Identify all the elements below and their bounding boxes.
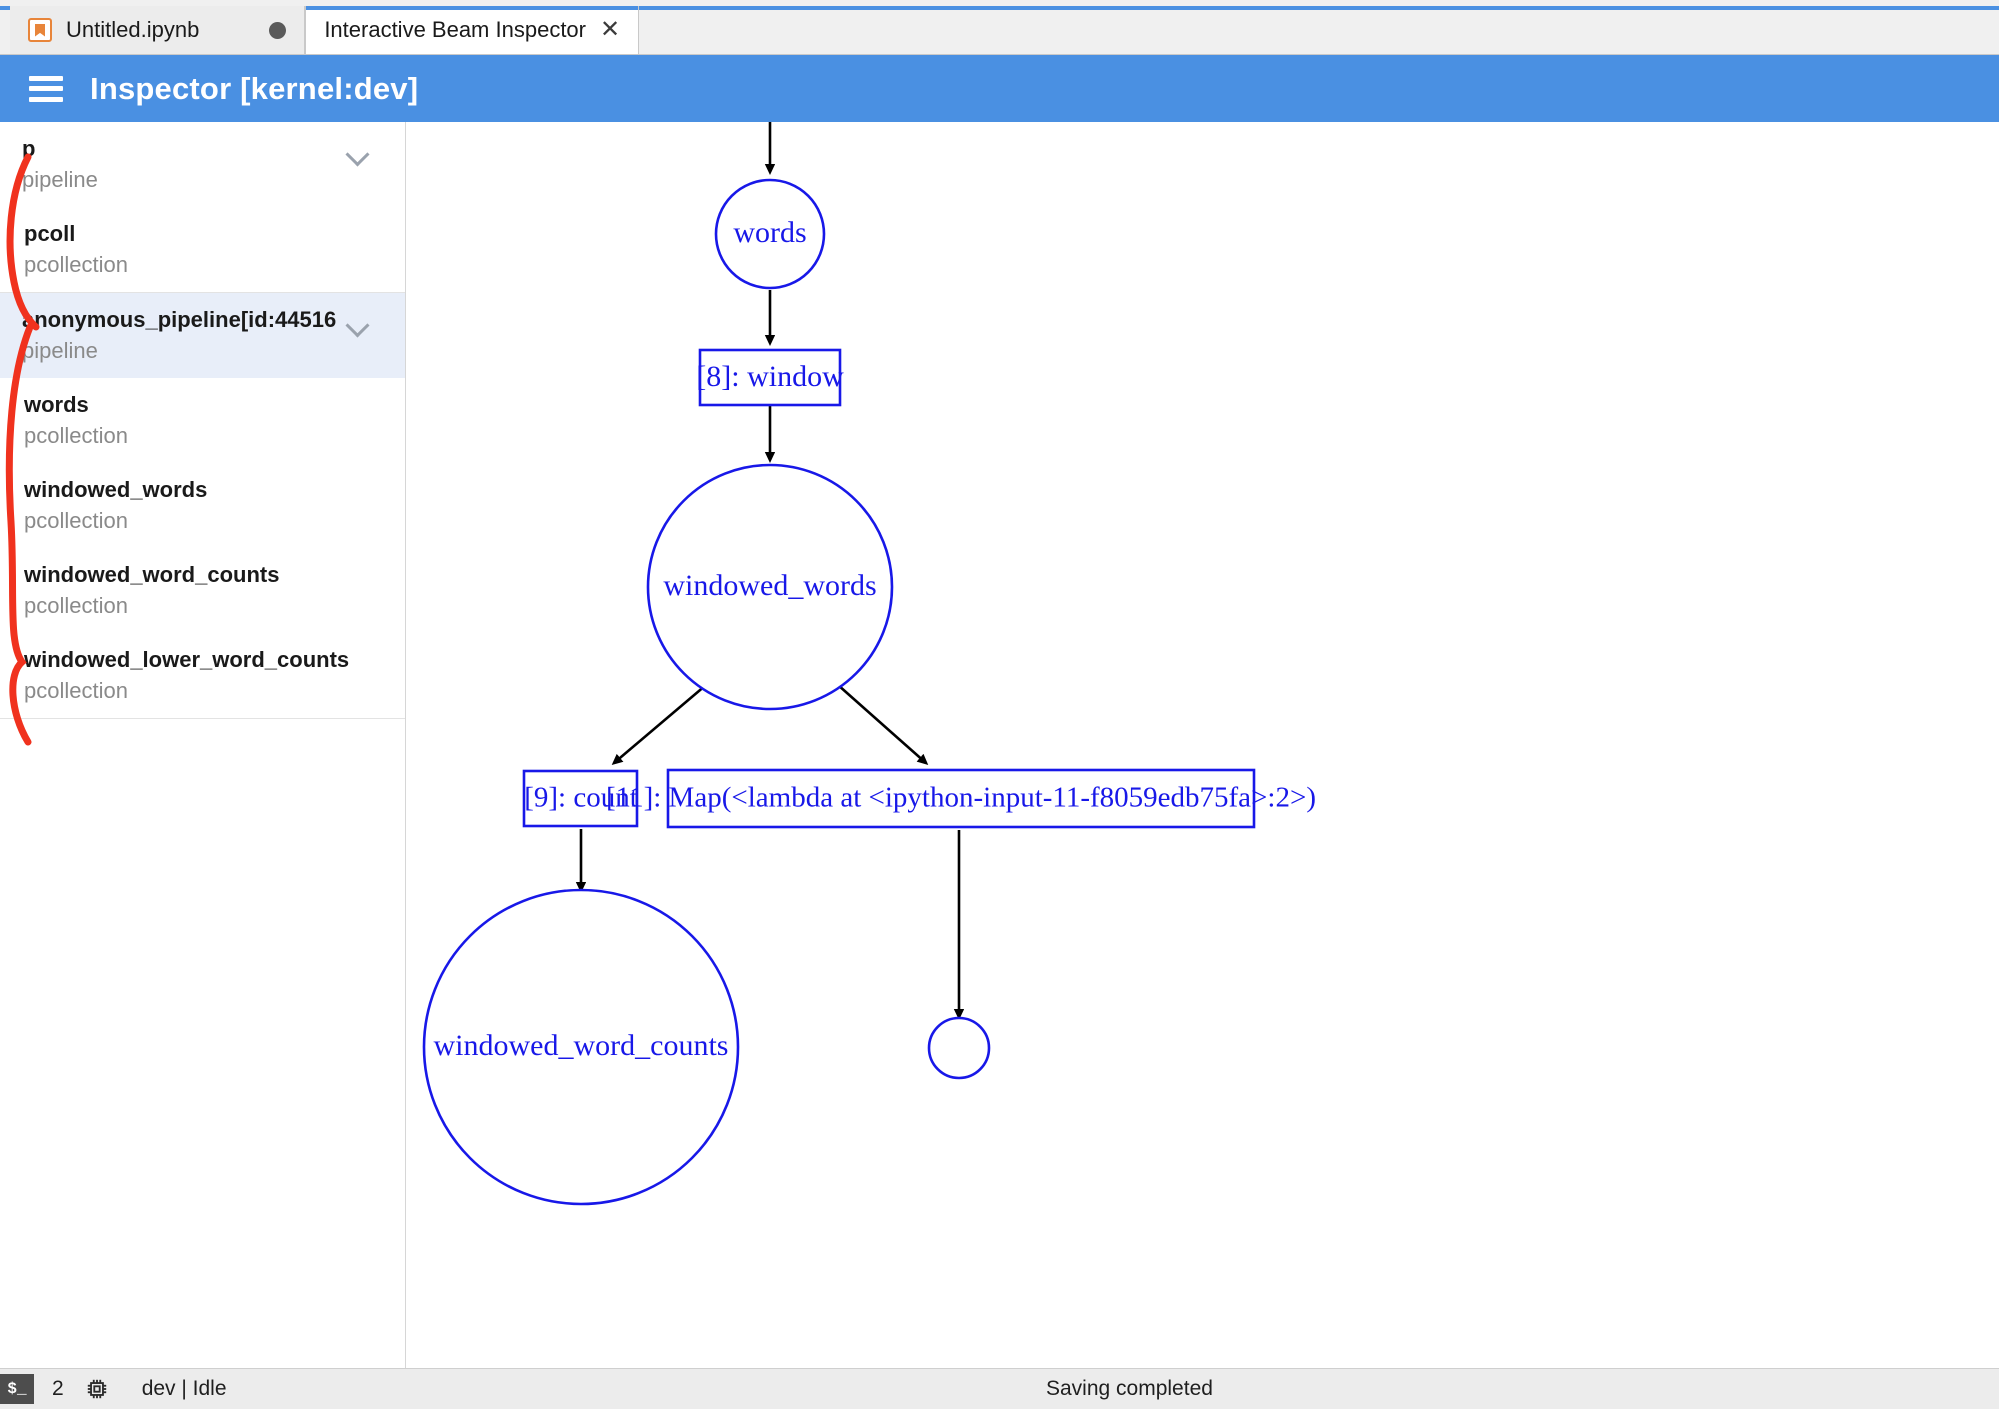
edge-windowed-words-to-map	[837, 684, 929, 765]
sidebar-group-anonymous-pipeline: anonymous_pipeline[id:44516… pipeline wo…	[0, 292, 405, 719]
tab-interactive-beam-inspector[interactable]: Interactive Beam Inspector ✕	[305, 6, 640, 54]
graph-node-label: [8]: window	[696, 360, 844, 393]
save-status: Saving completed	[1046, 1377, 1213, 1400]
notebook-icon	[28, 18, 52, 42]
sidebar-item-type: pcollection	[24, 678, 128, 703]
sidebar-item-type: pcollection	[24, 508, 128, 533]
sidebar-item-windowed-lower-word-counts[interactable]: windowed_lower_word_counts pcollection	[0, 633, 405, 718]
graph-node-label: [9]: count	[524, 782, 638, 814]
sidebar-item-words[interactable]: words pcollection	[0, 378, 405, 463]
sidebar-item-anonymous-pipeline[interactable]: anonymous_pipeline[id:44516… pipeline	[0, 293, 405, 378]
kernel-chip-icon[interactable]	[84, 1376, 110, 1402]
sidebar-item-type: pcollection	[24, 252, 128, 277]
active-tab-accent	[306, 6, 639, 10]
sidebar-item-windowed-words[interactable]: windowed_words pcollection	[0, 463, 405, 548]
sidebar-item-type: pcollection	[24, 423, 128, 448]
status-bar: $_ 2 dev | Idle Saving completed	[0, 1368, 1999, 1409]
sidebar-item-label: pcoll	[24, 221, 76, 246]
chevron-down-icon[interactable]	[345, 142, 371, 168]
tab-untitled-notebook[interactable]: Untitled.ipynb	[10, 6, 306, 54]
unsaved-dot-icon[interactable]	[269, 21, 287, 39]
sidebar-item-p[interactable]: p pipeline	[0, 122, 405, 207]
terminal-count: 2	[52, 1377, 64, 1400]
pipeline-graph: words [8]: window windowed_words [9]: co…	[422, 122, 1316, 1206]
sidebar-item-type: pipeline	[22, 338, 98, 363]
graph-node-window[interactable]	[698, 348, 842, 407]
sidebar-item-type: pcollection	[24, 593, 128, 618]
sidebar-item-label: p	[22, 136, 36, 161]
kernel-status[interactable]: dev | Idle	[141, 1377, 227, 1400]
sidebar-item-type: pipeline	[22, 167, 98, 192]
tab-label: Untitled.ipynb	[66, 17, 200, 42]
terminal-icon[interactable]: $_	[0, 1374, 34, 1404]
sidebar-item-label: windowed_word_counts	[24, 562, 280, 587]
inspectables-sidebar: p pipeline pcoll pcollection anonymous_p…	[0, 122, 406, 1368]
graph-node-words[interactable]	[714, 178, 826, 290]
app-header: Inspector [kernel:dev]	[0, 55, 1999, 122]
graph-node-windowed-words[interactable]	[646, 463, 894, 711]
graph-node-label: windowed_word_counts	[434, 1029, 729, 1062]
graph-node-map[interactable]	[666, 768, 1256, 829]
sidebar-item-label: anonymous_pipeline[id:44516…	[22, 307, 337, 332]
sidebar-group-pipeline-p: p pipeline pcoll pcollection	[0, 122, 405, 292]
tab-bar: Untitled.ipynb Interactive Beam Inspecto…	[0, 0, 1999, 55]
body: p pipeline pcoll pcollection anonymous_p…	[0, 122, 1999, 1368]
pipeline-graph-canvas[interactable]: words [8]: window windowed_words [9]: co…	[406, 122, 1999, 1368]
graph-node-count[interactable]	[522, 769, 639, 828]
sidebar-item-label: words	[24, 392, 89, 417]
chevron-down-icon[interactable]	[345, 313, 371, 339]
sidebar-item-windowed-word-counts[interactable]: windowed_word_counts pcollection	[0, 548, 405, 633]
graph-node-label: words	[733, 216, 806, 249]
tab-bar-accent-line	[0, 6, 1999, 10]
graph-node-windowed-word-counts[interactable]	[422, 888, 740, 1206]
close-icon[interactable]: ✕	[600, 16, 621, 43]
tab-label: Interactive Beam Inspector	[324, 17, 586, 42]
graph-node-label: [11]: Map(<lambda at <ipython-input-11-f…	[606, 782, 1316, 814]
hamburger-icon[interactable]	[29, 75, 63, 102]
edge-windowed-words-to-count	[611, 684, 707, 765]
graph-edges	[575, 122, 965, 1020]
sidebar-item-pcoll[interactable]: pcoll pcollection	[0, 207, 405, 292]
sidebar-item-label: windowed_lower_word_counts	[24, 647, 350, 672]
graph-node-label: windowed_words	[663, 569, 876, 602]
graph-node-pcoll-small[interactable]	[927, 1016, 991, 1080]
graph-nodes: words [8]: window windowed_words [9]: co…	[422, 178, 1316, 1206]
sidebar-item-label: windowed_words	[24, 477, 208, 502]
page-title: Inspector [kernel:dev]	[90, 70, 419, 106]
